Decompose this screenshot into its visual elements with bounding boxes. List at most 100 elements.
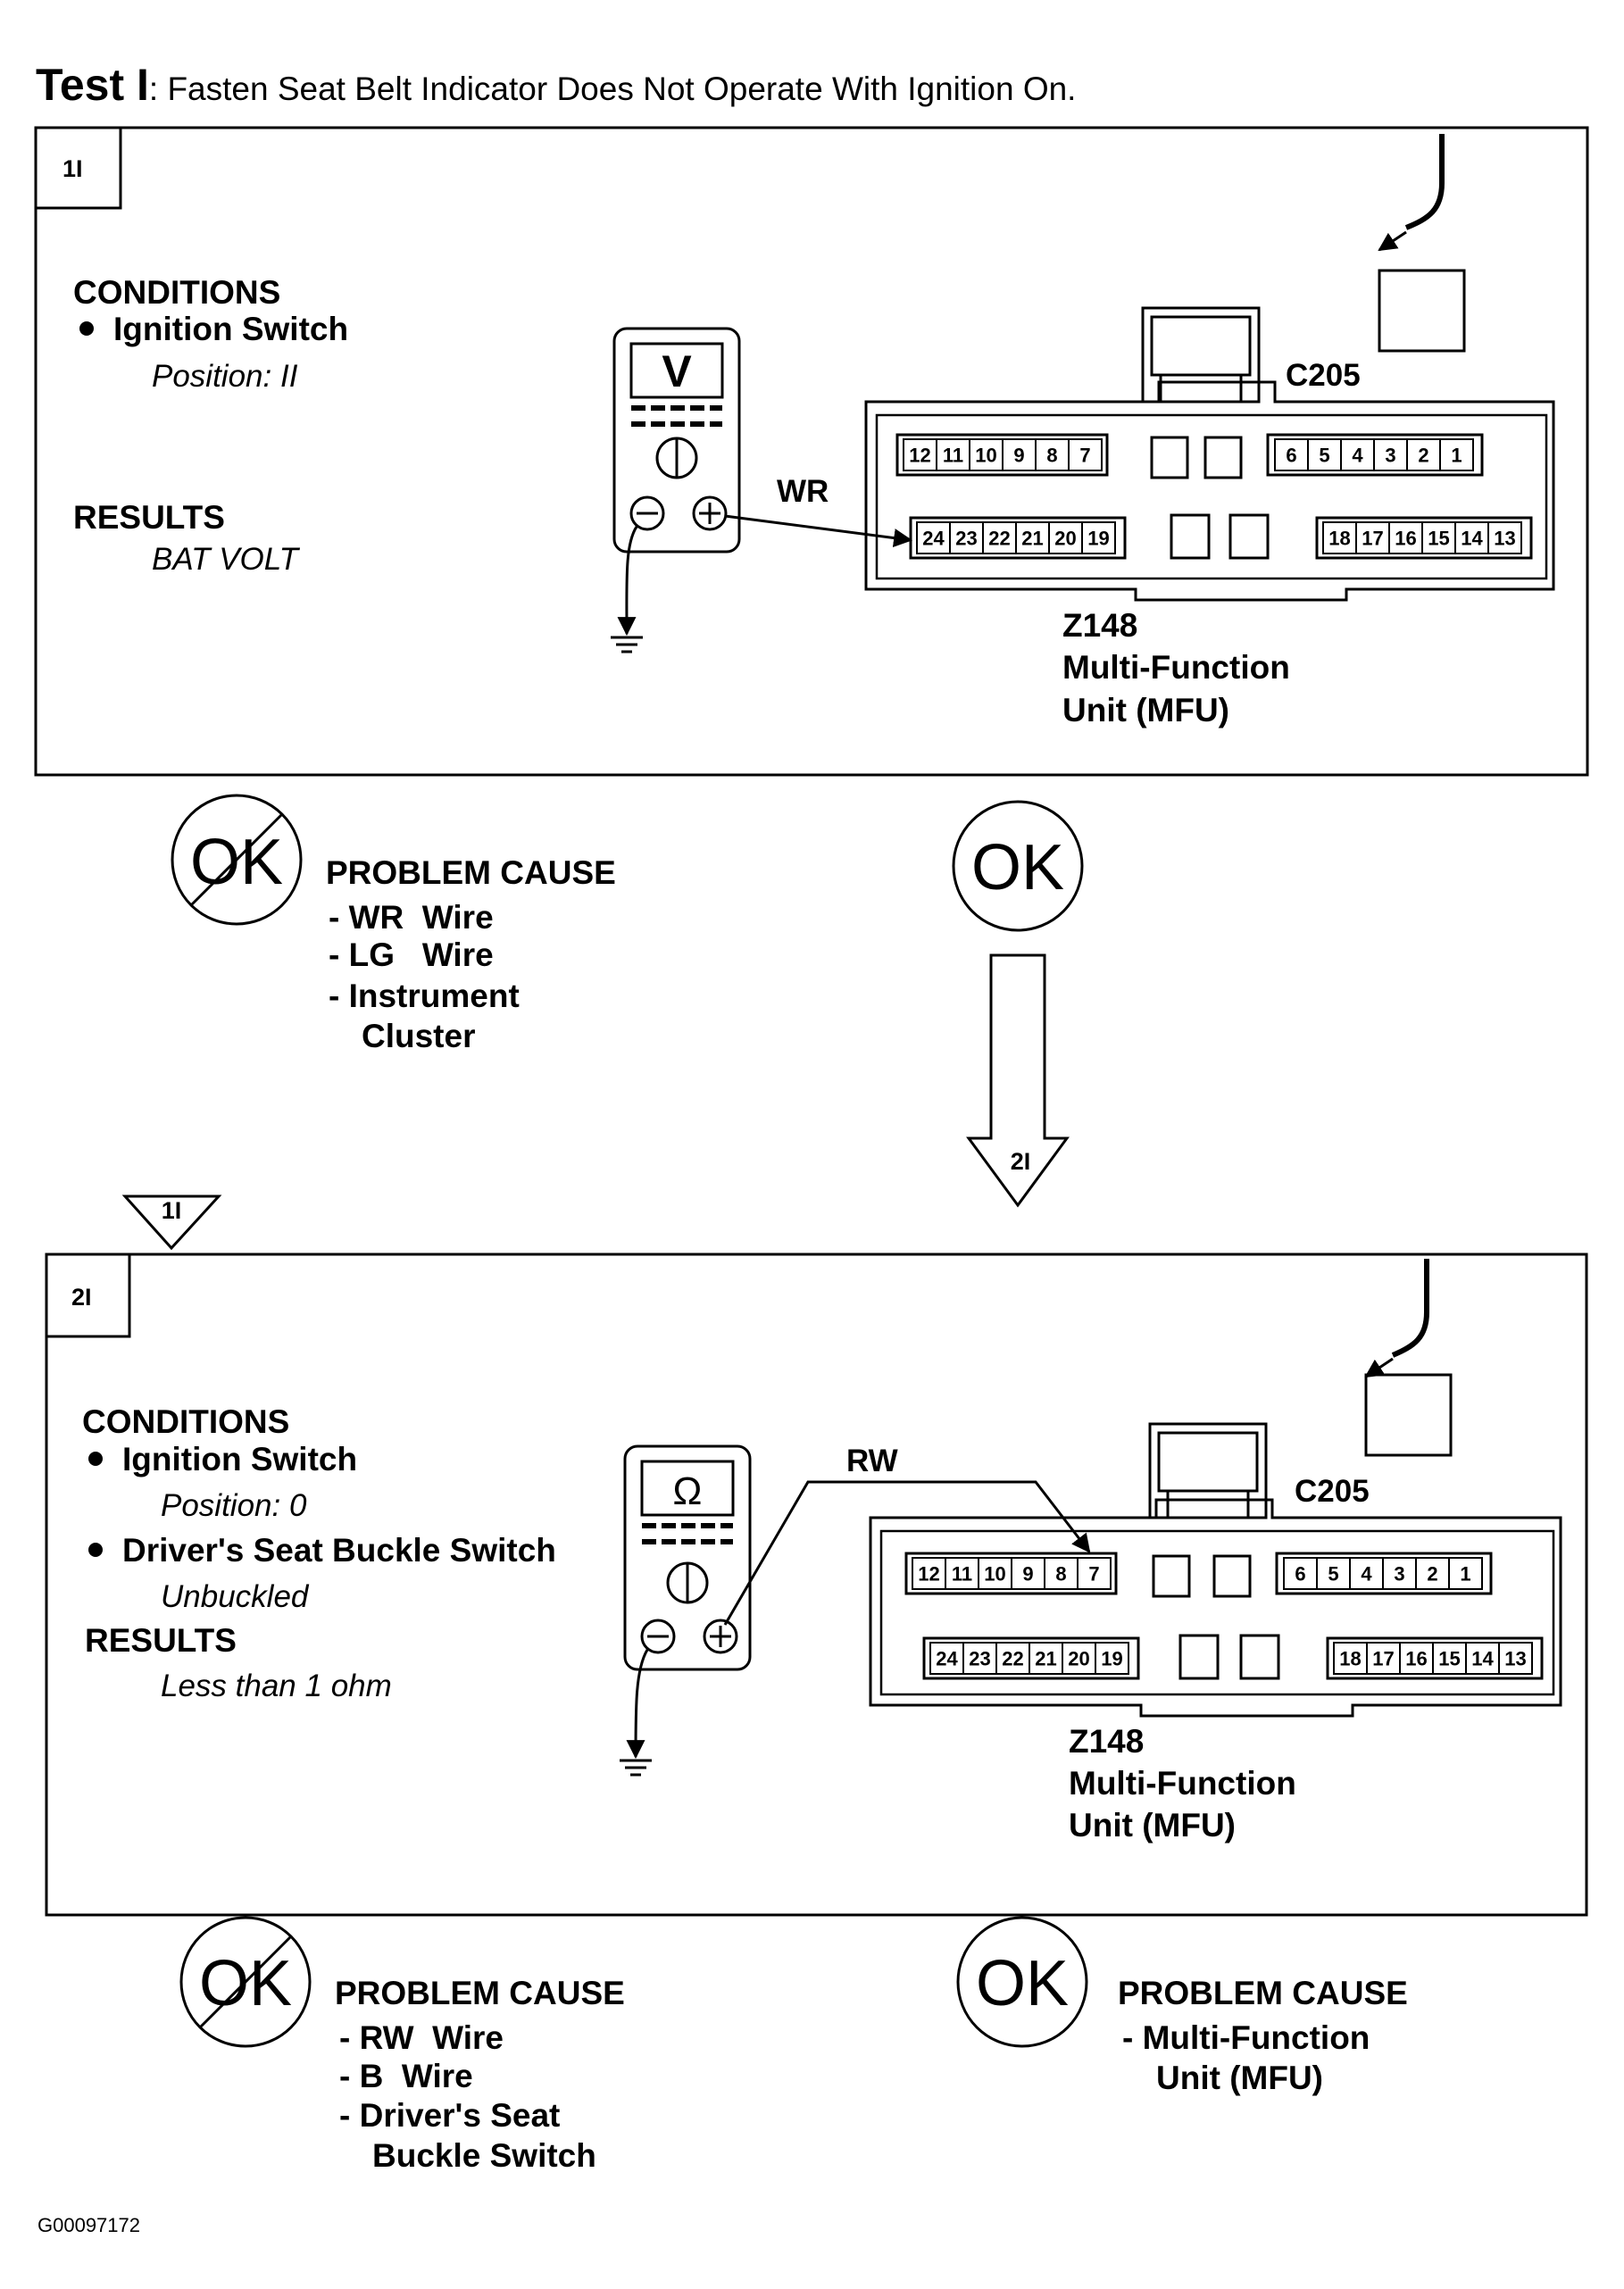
step1-component-name-2: Unit (MFU) <box>1062 692 1229 728</box>
pin-number: 17 <box>1372 1648 1394 1670</box>
ground-icon <box>611 526 643 653</box>
step2-results-heading: RESULTS <box>85 1622 237 1659</box>
step1-connector-id: C205 <box>1286 358 1361 393</box>
pin-number: 20 <box>1068 1648 1089 1670</box>
pin-number: 12 <box>909 445 930 467</box>
pin-number: 6 <box>1286 445 1296 467</box>
wr-probe-wire <box>724 514 913 547</box>
pin-number: 24 <box>922 528 945 550</box>
step1-cause: - LG Wire <box>329 936 494 973</box>
pin-number: 9 <box>1013 445 1024 467</box>
rw-wire-label: RW <box>846 1444 898 1478</box>
step2-component-code: Z148 <box>1069 1723 1144 1760</box>
pin-number: 18 <box>1328 528 1350 550</box>
pin-number: 7 <box>1088 1563 1099 1586</box>
step1-component-code: Z148 <box>1062 607 1137 644</box>
pin-cell <box>1487 521 1522 554</box>
step1-conditions-heading: CONDITIONS <box>73 274 280 311</box>
from-step-triangle-icon <box>121 1194 222 1251</box>
pin-cell <box>1077 1557 1112 1590</box>
pin-number: 20 <box>1054 528 1076 550</box>
pin-cell <box>1068 438 1103 471</box>
not-ok-symbol <box>171 794 303 926</box>
ground-icon <box>620 1649 652 1777</box>
step1-component-name-1: Multi-Function <box>1062 649 1290 686</box>
pin-number: 11 <box>952 1563 972 1586</box>
from-step-label: 1I <box>162 1197 182 1224</box>
pin-number: 21 <box>1035 1648 1056 1670</box>
pin-number: 4 <box>1352 445 1363 467</box>
pin-cell <box>1448 1557 1483 1590</box>
bullet-icon <box>79 321 94 336</box>
page-title: Test I: Fasten Seat Belt Indicator Does … <box>36 60 1076 110</box>
pin-number: 4 <box>1361 1563 1372 1586</box>
pin-number: 1 <box>1460 1563 1470 1586</box>
pin-number: 16 <box>1395 528 1416 550</box>
pin-number: 11 <box>943 445 963 467</box>
ohmmeter <box>623 1444 752 1671</box>
step2-problem-heading: PROBLEM CAUSE <box>335 1975 625 2011</box>
pin-number: 10 <box>984 1563 1005 1586</box>
step2-cause: - B Wire <box>339 2058 473 2094</box>
not-ok-label: OK <box>199 1948 292 2019</box>
ok-label: OK <box>971 832 1064 903</box>
pin-cell <box>1439 438 1474 471</box>
ohmmeter-symbol: Ω <box>673 1469 703 1513</box>
pin-cell <box>1095 1642 1129 1675</box>
pin-number: 21 <box>1021 528 1043 550</box>
step1-tab: 1I <box>62 155 83 182</box>
pin-number: 15 <box>1428 528 1449 550</box>
pin-number: 22 <box>988 528 1010 550</box>
pin-number: 2 <box>1427 1563 1437 1586</box>
step2-condition-value: Position: 0 <box>161 1488 307 1523</box>
voltmeter-symbol: V <box>662 346 692 396</box>
step2-ok-problem-heading: PROBLEM CAUSE <box>1118 1975 1408 2011</box>
next-step-label: 2I <box>1011 1148 1031 1175</box>
pin-number: 17 <box>1362 528 1383 550</box>
pin-number: 12 <box>918 1563 939 1586</box>
pin-number: 6 <box>1295 1563 1305 1586</box>
ok-symbol <box>956 1916 1088 2048</box>
step2-tab: 2I <box>71 1284 92 1311</box>
pin-number: 23 <box>955 528 977 550</box>
step2-results-value: Less than 1 ohm <box>161 1669 392 1703</box>
pin-number: 18 <box>1339 1648 1361 1670</box>
step1-condition-value: Position: II <box>152 359 298 394</box>
step2-ok-cause-continuation: Unit (MFU) <box>1156 2060 1323 2096</box>
step1-cause: - Instrument <box>329 978 520 1014</box>
voltmeter <box>612 327 741 554</box>
next-step-arrow-icon <box>966 953 1070 1208</box>
step1-condition-name: Ignition Switch <box>113 311 348 347</box>
pin-number: 1 <box>1451 445 1462 467</box>
pin-number: 15 <box>1438 1648 1460 1670</box>
pin-number: 10 <box>975 445 996 467</box>
not-ok-symbol <box>179 1916 312 2048</box>
step2-component-name-2: Unit (MFU) <box>1069 1807 1236 1844</box>
pin-number: 3 <box>1394 1563 1404 1586</box>
step2-panel <box>45 1253 1588 1917</box>
c205-connector-step1 <box>864 134 1555 602</box>
pin-number: 16 <box>1405 1648 1427 1670</box>
pin-number: 5 <box>1319 445 1329 467</box>
pin-number: 2 <box>1418 445 1428 467</box>
step2-condition-value: Unbuckled <box>161 1579 310 1614</box>
step2-condition-name: Ignition Switch <box>122 1441 357 1477</box>
step2-cause-continuation: Buckle Switch <box>372 2137 596 2174</box>
step2-connector-id: C205 <box>1295 1474 1370 1509</box>
step1-results-heading: RESULTS <box>73 499 225 536</box>
step2-component-name-1: Multi-Function <box>1069 1765 1296 1802</box>
step1-panel <box>34 126 1589 777</box>
step2-cause: - Driver's Seat <box>339 2097 560 2134</box>
step2-cause: - RW Wire <box>339 2019 504 2056</box>
pin-number: 5 <box>1328 1563 1338 1586</box>
wr-wire-label: WR <box>777 474 829 509</box>
pin-number: 9 <box>1022 1563 1033 1586</box>
